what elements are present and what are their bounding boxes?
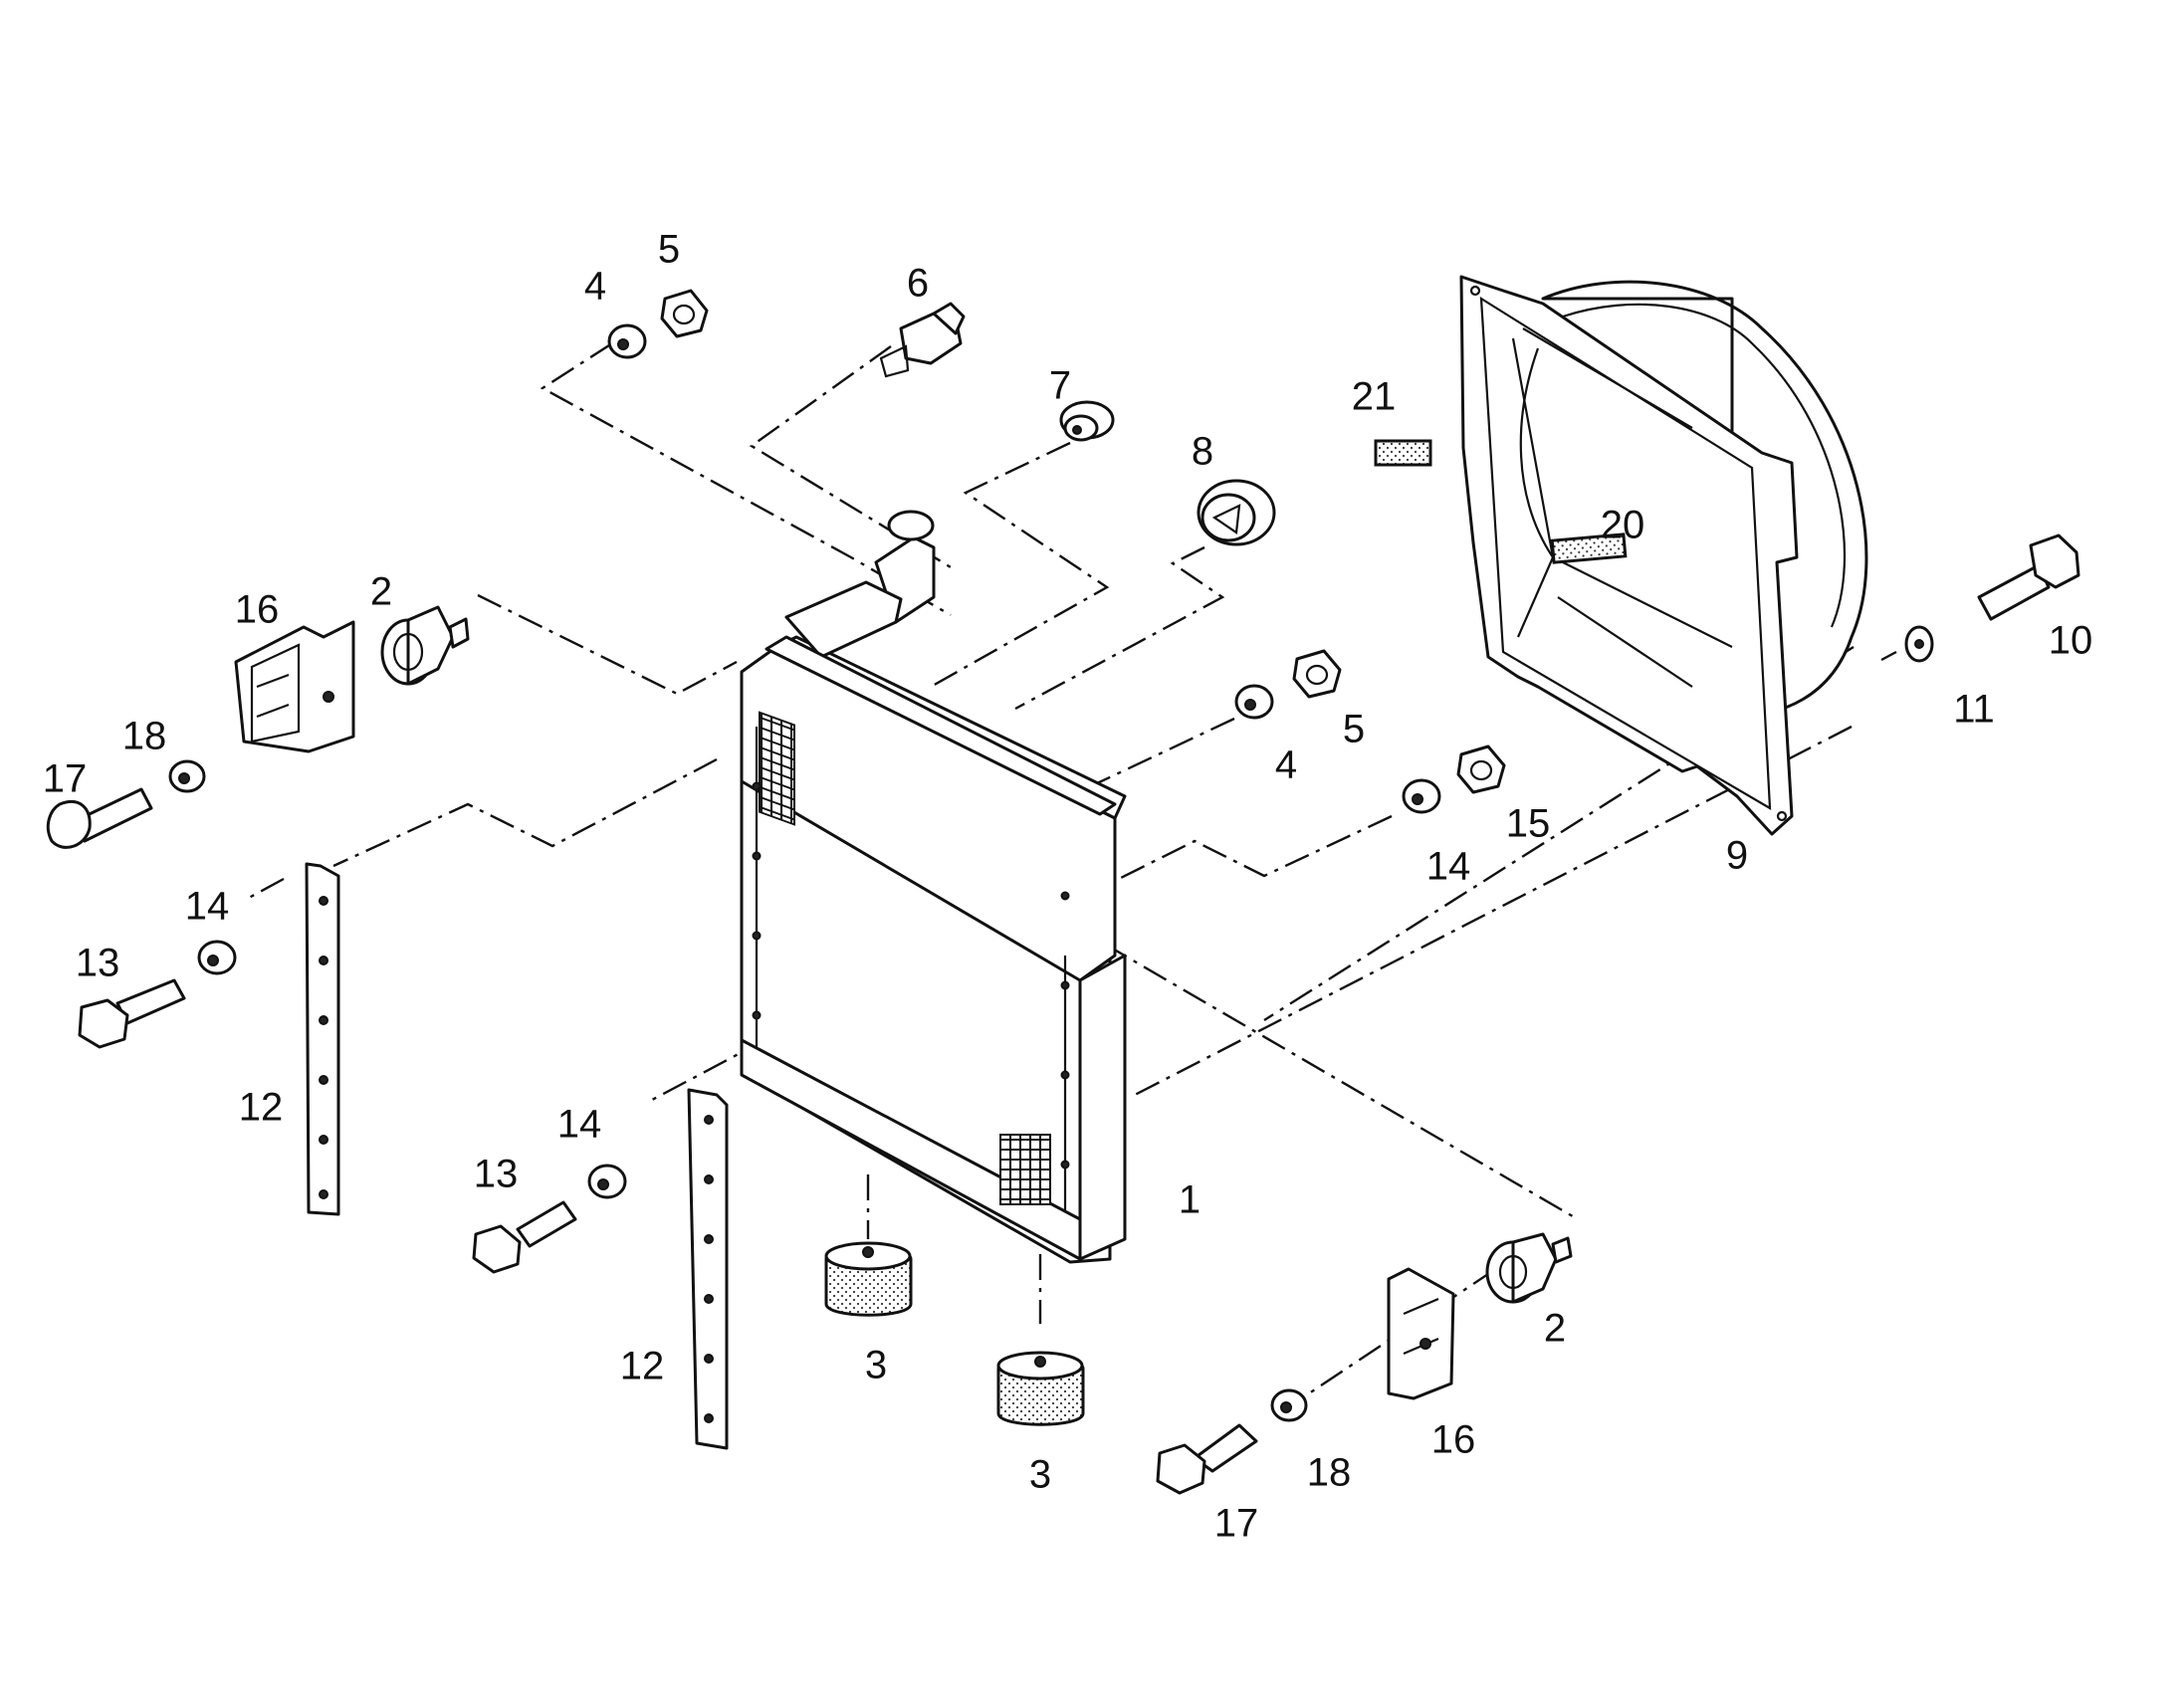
- callout-4: 4: [584, 265, 606, 309]
- callout-13: 13: [76, 942, 120, 985]
- callout-7: 7: [1049, 364, 1071, 408]
- drain-plug: [1059, 400, 1115, 442]
- callout-18: 18: [1307, 1451, 1352, 1495]
- bracket-assembly-left: [46, 605, 470, 849]
- callout-14: 14: [557, 1103, 602, 1147]
- callout-2: 2: [1544, 1307, 1566, 1351]
- callout-9: 9: [1726, 834, 1748, 878]
- callout-18: 18: [122, 715, 167, 758]
- callout-5: 5: [1343, 708, 1365, 751]
- mounting-strap-left: [305, 862, 340, 1216]
- rubber-foot-1: [824, 1241, 913, 1317]
- callout-3: 3: [1029, 1453, 1051, 1497]
- callout-labels: 1 2 2 3 3 4 4 5 5 6 7 8 9 10 11 12 12 13…: [43, 228, 2093, 1546]
- callout-14: 14: [1426, 845, 1471, 889]
- temperature-sensor: [879, 302, 966, 378]
- callout-16: 16: [1431, 1418, 1476, 1462]
- callout-6: 6: [907, 262, 929, 306]
- foam-strip-small: [1374, 439, 1432, 467]
- callout-12: 12: [620, 1345, 665, 1388]
- radiator-cap: [1197, 479, 1276, 546]
- washer-nut-right: [1234, 649, 1342, 720]
- callout-20: 20: [1601, 504, 1645, 547]
- callout-14: 14: [185, 885, 230, 929]
- callout-13: 13: [474, 1153, 519, 1196]
- callout-2: 2: [370, 570, 392, 614]
- callout-11: 11: [1953, 688, 1995, 732]
- callout-17: 17: [1214, 1502, 1259, 1546]
- callout-16: 16: [235, 588, 280, 632]
- callout-10: 10: [2049, 619, 2093, 663]
- bolt-washer-left: [78, 940, 237, 1049]
- callout-15: 15: [1506, 802, 1551, 846]
- callout-8: 8: [1192, 430, 1213, 474]
- callout-3: 3: [865, 1344, 887, 1387]
- radiator: [740, 510, 1127, 1264]
- fan-shroud: [1459, 275, 1868, 836]
- callout-5: 5: [658, 228, 680, 272]
- callout-4: 4: [1275, 744, 1297, 787]
- rubber-foot-2: [996, 1351, 1085, 1426]
- washer-nut-middle: [1402, 745, 1506, 814]
- mounting-strap-bottom: [687, 1088, 729, 1450]
- callout-12: 12: [239, 1086, 284, 1130]
- callout-17: 17: [43, 757, 88, 801]
- callout-1: 1: [1179, 1178, 1201, 1222]
- callout-21: 21: [1352, 375, 1397, 419]
- foam-strip: [1550, 532, 1628, 564]
- bolt-washer-fan: [1904, 533, 2080, 663]
- washer-nut-top: [607, 289, 709, 359]
- bracket-assembly-right: [1156, 1232, 1573, 1495]
- bolt-washer-middle: [472, 1164, 627, 1274]
